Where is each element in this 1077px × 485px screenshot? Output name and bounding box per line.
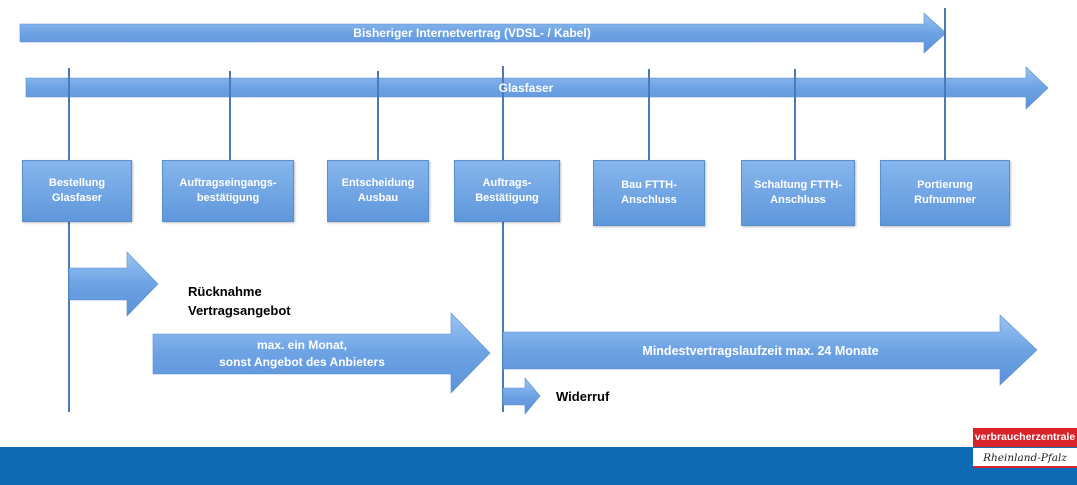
step-ftth-activation: Schaltung FTTH- Anschluss <box>741 160 855 226</box>
min-term-arrow <box>502 314 1038 386</box>
revocation-label: Widerruf <box>556 389 610 404</box>
internet-contract-arrow <box>19 12 947 54</box>
step-number-porting: Portierung Rufnummer <box>880 160 1010 226</box>
min-term-label: Mindestvertragslaufzeit max. 24 Monate <box>642 343 879 358</box>
fiber-arrow <box>25 66 1049 110</box>
step-ftth-construction: Bau FTTH- Anschluss <box>593 160 705 226</box>
internet-contract-label: Bisheriger Internetvertrag (VDSL- / Kabe… <box>353 26 591 40</box>
step-order-fiber: Bestellung Glasfaser <box>22 160 132 222</box>
logo: verbraucherzentrale Rheinland-Pfalz <box>973 428 1077 468</box>
step-order-confirmation: Auftrags- Bestätigung <box>454 160 560 222</box>
revocation-arrow <box>502 377 541 415</box>
fiber-label: Glasfaser <box>498 80 554 95</box>
max-month-label: max. ein Monat, sonst Angebot des Anbiet… <box>219 338 385 369</box>
withdrawal-offer-label: Rücknahme Vertragsangebot <box>188 284 291 318</box>
max-month-arrow <box>152 312 491 394</box>
step-order-receipt: Auftragseingangs- bestätigung <box>162 160 294 222</box>
logo-region: Rheinland-Pfalz <box>973 448 1077 468</box>
withdrawal-arrow <box>68 251 159 317</box>
logo-org: verbraucherzentrale <box>973 428 1077 447</box>
footer-bar <box>0 447 1077 485</box>
step-expansion-decision: Entscheidung Ausbau <box>327 160 429 222</box>
